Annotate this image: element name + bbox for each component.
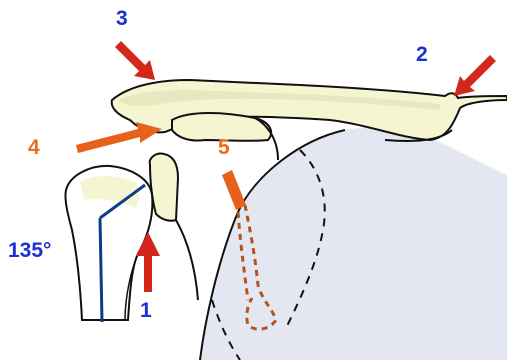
red-arrow-icon — [115, 41, 155, 80]
label-5: 5 — [218, 137, 230, 158]
capsule-line — [176, 220, 198, 300]
scapula-body — [200, 127, 507, 360]
angle-label: 135° — [8, 240, 51, 261]
orange-arrow-icon — [76, 122, 162, 153]
label-4: 4 — [28, 137, 40, 158]
orange-bar-icon — [222, 170, 246, 210]
label-3: 3 — [116, 8, 128, 29]
acromion — [112, 80, 507, 140]
red-arrow-icon — [454, 55, 496, 96]
tuberosity — [150, 154, 178, 221]
label-1: 1 — [140, 300, 152, 321]
label-2: 2 — [416, 44, 428, 65]
humerus-axis-line — [100, 218, 102, 322]
